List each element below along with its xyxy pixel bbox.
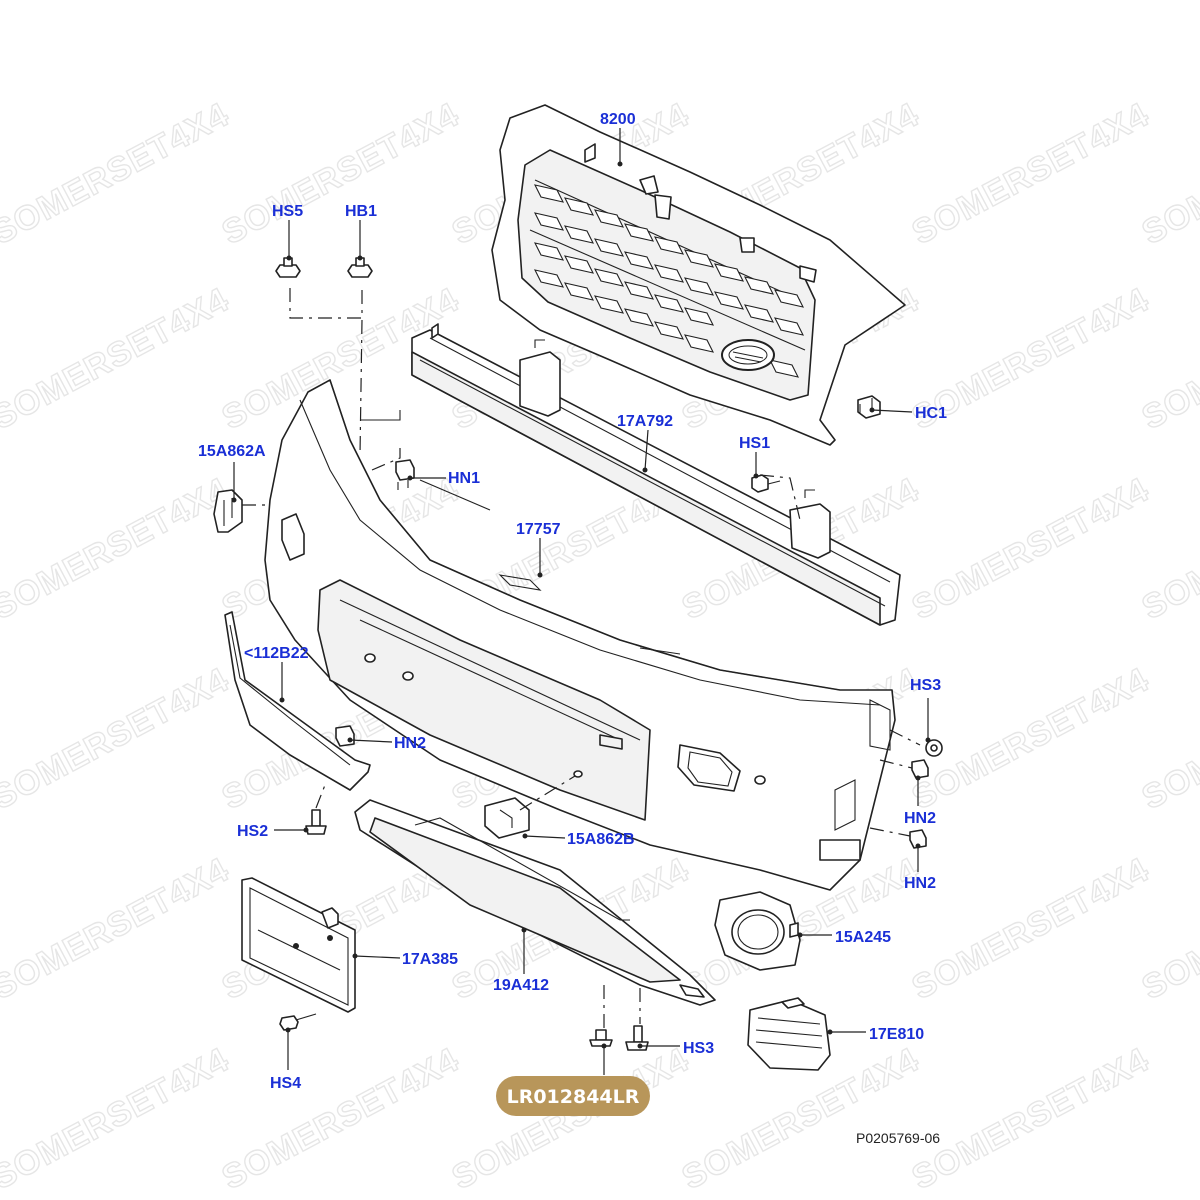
watermark: SOMERSET4X4 — [0, 95, 235, 252]
trim-strip-part — [224, 611, 371, 791]
bracket-15a862a-part — [213, 489, 243, 533]
callout-hn2-right-upper: HN2 — [904, 810, 936, 827]
watermark: SOMERSET4X4 — [446, 1040, 695, 1197]
part-number: LR012844LR — [507, 1086, 640, 1108]
hs5-fastener — [275, 257, 301, 278]
watermark: SOMERSET4X4 — [906, 660, 1155, 817]
callout-hn2-right-lower: HN2 — [904, 875, 936, 892]
hn1-clip — [395, 459, 415, 490]
grille-tabs — [584, 143, 817, 283]
callout-19a412: 19A412 — [493, 977, 549, 994]
bumper-cover-part — [264, 379, 896, 891]
callout-hs5: HS5 — [272, 203, 303, 220]
grille-mesh — [533, 184, 805, 378]
callout-hb1: HB1 — [345, 203, 377, 220]
callout-17757: 17757 — [516, 521, 561, 538]
callout-112b22: <112B22 — [244, 645, 309, 662]
watermark: SOMERSET4X4 — [906, 95, 1155, 252]
callout-labels: 8200 HS5 HB1 HC1 HS1 17A792 15A862A HN1 … — [198, 111, 947, 1092]
callout-hn2-left: HN2 — [394, 735, 426, 752]
watermark: SOMERSET4X4 — [216, 1040, 465, 1197]
watermark: SOMERSET4X4 — [906, 1040, 1155, 1197]
callout-15a245: 15A245 — [835, 929, 891, 946]
callout-hs1: HS1 — [739, 435, 770, 452]
callout-hs3-right: HS3 — [910, 677, 941, 694]
hn2-right-upper-clip — [911, 759, 929, 779]
watermark: SOMERSET4X4 — [0, 470, 235, 627]
watermark: SOMERSET4X4 — [0, 1040, 235, 1197]
callout-17a385: 17A385 — [402, 951, 458, 968]
part-number-badge: LR012844LR — [496, 1076, 650, 1116]
callout-hs3-bottom: HS3 — [683, 1040, 714, 1057]
hn2-left-clip — [335, 725, 355, 747]
callout-hs2: HS2 — [237, 823, 268, 840]
hc1-clip — [857, 395, 881, 419]
plate-bracket-part — [241, 877, 356, 1013]
figure-reference: P0205769-06 — [856, 1130, 940, 1146]
watermark: SOMERSET4X4 — [216, 95, 465, 252]
watermark: SOMERSET4X4 — [906, 470, 1155, 627]
hs2-fastener — [305, 809, 327, 835]
watermark: SOMERSET4X4 — [906, 850, 1155, 1007]
leader-dots — [231, 161, 931, 1049]
callout-hn1: HN1 — [448, 470, 480, 487]
watermark: SOMERSET4X4 — [0, 660, 235, 817]
hs3-bottom-fastener — [589, 1025, 649, 1051]
reinforcement-beam-part — [411, 323, 901, 626]
vent-part — [747, 997, 831, 1071]
watermark: SOMERSET4X4 — [0, 850, 235, 1007]
grille-part — [491, 104, 906, 446]
watermark: SOMERSET4X4 — [0, 280, 235, 437]
skid-panel-part — [354, 799, 716, 1006]
hn2-right-lower-clip — [909, 829, 927, 849]
land-rover-badge — [721, 339, 775, 371]
fog-bezel-part — [714, 891, 801, 971]
callout-17e810: 17E810 — [869, 1026, 924, 1043]
hb1-fastener — [347, 257, 373, 278]
callout-17a792: 17A792 — [617, 413, 673, 430]
callout-15a862b: 15A862B — [567, 831, 635, 848]
hs3-right-fastener — [925, 739, 943, 757]
callout-hc1: HC1 — [915, 405, 947, 422]
callout-8200: 8200 — [600, 111, 636, 128]
hs4-fastener — [279, 1013, 317, 1031]
callout-hs4: HS4 — [270, 1075, 301, 1092]
bracket-15a862b-part — [484, 797, 530, 839]
callout-15a862a: 15A862A — [198, 443, 266, 460]
leader-lines — [233, 128, 929, 1075]
